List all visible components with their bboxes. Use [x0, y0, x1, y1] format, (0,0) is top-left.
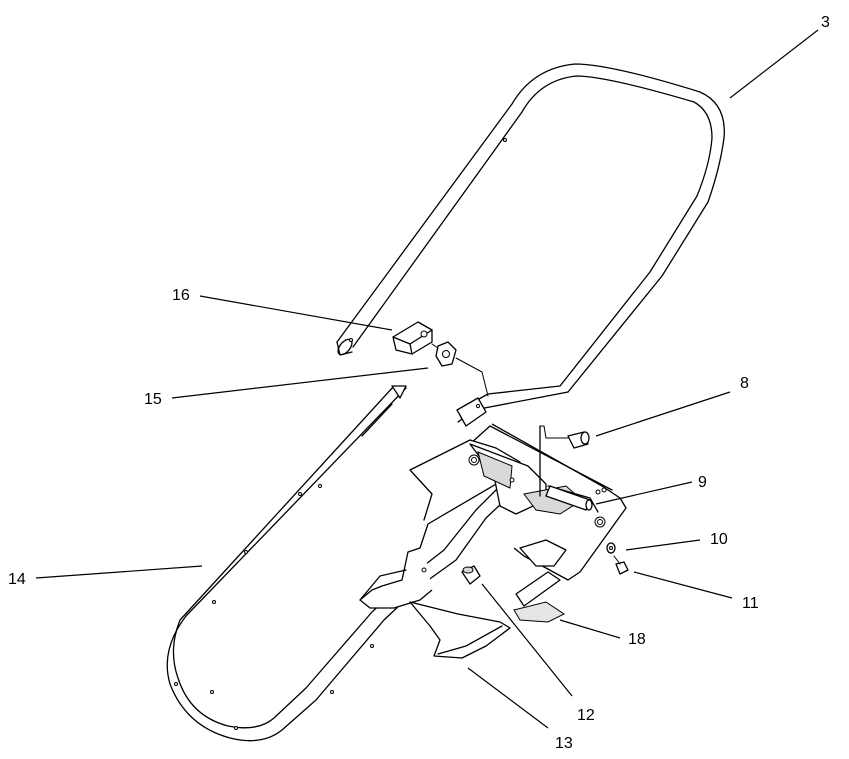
bumper-part-12	[461, 565, 481, 585]
callout-leaders	[35, 29, 819, 729]
callout-16: 16	[172, 287, 190, 304]
bolt-part-8	[539, 425, 590, 449]
upper-handle-part-3	[336, 63, 725, 427]
lower-handle-frame-part-14	[166, 385, 521, 742]
handle-knob-part-15	[431, 341, 489, 397]
callout-11: 11	[742, 595, 759, 612]
washer-part-10	[606, 542, 616, 554]
callout-14: 14	[8, 571, 26, 588]
callout-18: 18	[628, 631, 646, 648]
handle-clamp-part-16	[392, 321, 433, 355]
nut-part-11	[613, 555, 629, 575]
handle-mount-bracket	[359, 423, 627, 659]
decal-part-18	[513, 601, 565, 623]
callout-labels: 3 8 9 10 11 12 13 14 15 16 18	[8, 14, 830, 752]
pivot-rod-part-9	[545, 485, 593, 511]
callout-9: 9	[698, 474, 707, 491]
callout-8: 8	[740, 375, 749, 392]
callout-13: 13	[555, 735, 573, 752]
callout-3: 3	[821, 14, 830, 31]
callout-12: 12	[577, 707, 595, 724]
callout-15: 15	[144, 391, 162, 408]
callout-10: 10	[710, 531, 728, 548]
